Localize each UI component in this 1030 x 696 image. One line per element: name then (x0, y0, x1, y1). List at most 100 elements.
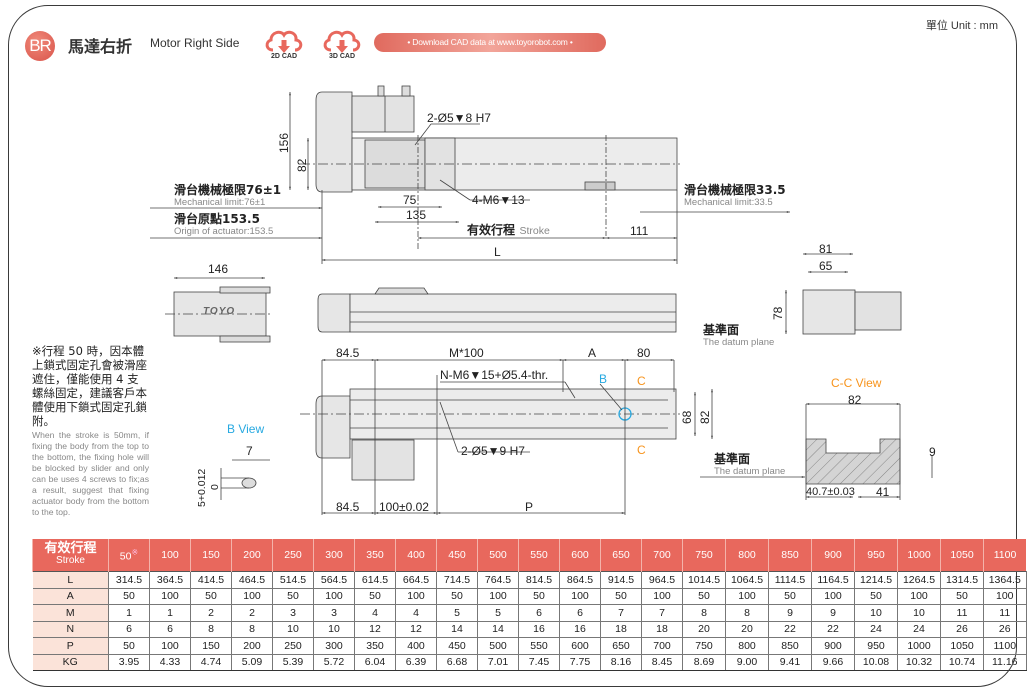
stroke-column-header: 650 (600, 539, 642, 572)
stroke-value: 1050 (950, 549, 974, 561)
stroke-value: 750 (695, 549, 713, 561)
table-cell: 2 (190, 604, 232, 622)
row-label: L (32, 571, 109, 589)
hole-m6-label: 4-M6▼13 (472, 193, 525, 207)
mech-limit-right: 滑台機械極限33.5 Mechanical limit:33.5 (684, 183, 786, 208)
table-cell: 564.5 (313, 571, 355, 589)
stroke-header: 有效行程 Stroke (32, 539, 109, 572)
table-cell: 20 (682, 620, 726, 638)
download-cad-link[interactable]: • Download CAD data at www.toyorobot.com… (374, 33, 606, 52)
table-cell: 10 (854, 604, 898, 622)
cc-view-title: C-C View (831, 376, 882, 390)
stroke-column-header: 200 (231, 539, 273, 572)
dim-100: 100±0.02 (379, 500, 429, 514)
table-cell: 6.04 (354, 653, 396, 671)
dim-7: 7 (246, 444, 253, 458)
table-cell: 50 (600, 587, 642, 605)
cad-3d-button[interactable]: 3D CAD (321, 28, 363, 60)
stroke-column-header: 300 (313, 539, 355, 572)
table-cell: 814.5 (518, 571, 560, 589)
table-cell: 414.5 (190, 571, 232, 589)
cad-2d-button[interactable]: 2D CAD (263, 28, 305, 60)
stroke-column-header: 1100 (983, 539, 1026, 572)
table-cell: 100 (983, 587, 1027, 605)
cad-2d-label: 2D CAD (270, 53, 298, 60)
table-cell: 4 (395, 604, 437, 622)
stroke-value: 250 (284, 549, 302, 561)
cad-3d-label: 3D CAD (328, 53, 356, 60)
stroke-header-cn: 有效行程 (44, 541, 97, 556)
stroke-value: 600 (571, 549, 589, 561)
table-cell: 10 (272, 620, 314, 638)
table-cell: 12 (395, 620, 437, 638)
table-cell: 2 (231, 604, 273, 622)
table-cell: 5 (477, 604, 519, 622)
dim-82-bottom: 82 (698, 410, 712, 424)
dim-m100: M*100 (449, 346, 484, 360)
table-cell: 1164.5 (811, 571, 855, 589)
table-cell: 100 (477, 587, 519, 605)
table-cell: 50 (354, 587, 396, 605)
dim-A: A (588, 346, 597, 360)
right-end-view (785, 253, 902, 335)
table-cell: 26 (940, 620, 984, 638)
stroke-value: 650 (612, 549, 630, 561)
stroke-column-header: 800 (725, 539, 769, 572)
stroke-column-header: 1000 (897, 539, 941, 572)
dim-9: 9 (929, 445, 936, 459)
datum-plane-label: 基準面 The datum plane (703, 323, 774, 348)
table-cell: 100 (559, 587, 601, 605)
table-cell: 700 (641, 637, 683, 655)
mech-limit-left: 滑台機械極限76±1 Mechanical limit:76±1 (174, 183, 281, 208)
table-cell: 12 (354, 620, 396, 638)
dim-5-tolerance: 5+0.012 (196, 468, 208, 507)
table-cell: 8 (231, 620, 273, 638)
stroke-column-header: 550 (518, 539, 560, 572)
stroke-value: 900 (824, 549, 842, 561)
table-cell: 7.75 (559, 653, 601, 671)
table-cell: 4 (354, 604, 396, 622)
table-cell: 1214.5 (854, 571, 898, 589)
stroke-value: 700 (653, 549, 671, 561)
table-cell: 11 (940, 604, 984, 622)
stroke-column-header: 500 (477, 539, 519, 572)
table-cell: 7.01 (477, 653, 519, 671)
table-cell: 1114.5 (768, 571, 812, 589)
datum-plane-cc-label: 基準面 The datum plane (714, 452, 785, 477)
stroke-value: 50 (119, 550, 132, 563)
stroke-column-header: 50※ (108, 539, 150, 572)
stroke-column-header: 350 (354, 539, 396, 572)
table-cell: 400 (395, 637, 437, 655)
origin-en: Origin of actuator:153.5 (174, 226, 274, 237)
table-cell: 50 (190, 587, 232, 605)
table-cell: 1 (108, 604, 150, 622)
table-cell: 9 (811, 604, 855, 622)
table-cell: 550 (518, 637, 560, 655)
table-cell: 464.5 (231, 571, 273, 589)
table-cell: 714.5 (436, 571, 478, 589)
table-cell: 1 (149, 604, 191, 622)
stroke-header-en: Stroke (56, 555, 85, 566)
hole-nm6-label: N-M6▼15+Ø5.4-thr. (440, 368, 549, 382)
table-cell: 5.09 (231, 653, 273, 671)
stroke-column-header: 600 (559, 539, 601, 572)
table-cell: 1050 (940, 637, 984, 655)
table-cell: 6.68 (436, 653, 478, 671)
table-cell: 14 (477, 620, 519, 638)
stroke-column-header: 750 (682, 539, 726, 572)
hole-pin-bottom-label: 2-Ø5▼9 H7 (461, 444, 525, 458)
table-cell: 10.74 (940, 653, 984, 671)
dim-40-7: 40.7±0.03 (806, 486, 855, 498)
label-B: B (599, 372, 608, 386)
note-mark: ※ (131, 547, 139, 557)
page-frame (8, 5, 1017, 687)
stroke-value: 350 (366, 549, 384, 561)
origin-cn: 滑台原點153.5 (174, 212, 260, 226)
table-cell: 7 (600, 604, 642, 622)
table-cell: 100 (897, 587, 941, 605)
row-label: M (32, 604, 109, 622)
